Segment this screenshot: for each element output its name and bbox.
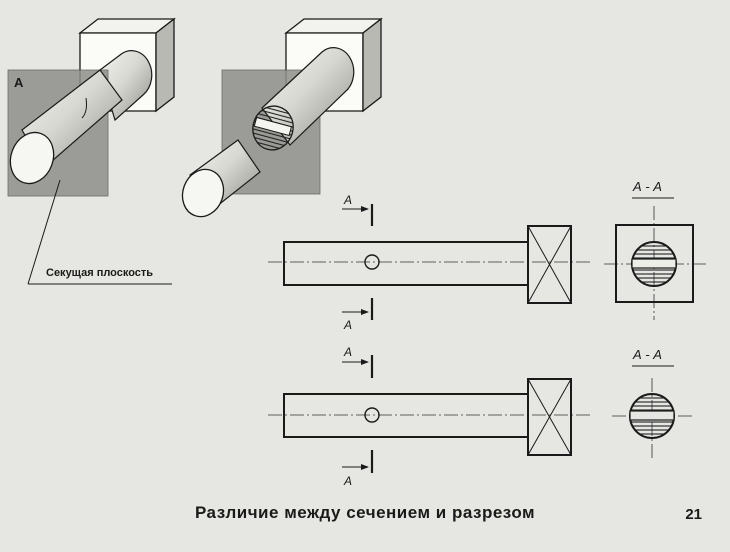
iso-shaft-with-plane: А [7,17,176,197]
ortho-view-bottom: А А [268,345,590,488]
iso-block-side [155,17,175,113]
iso-shaft-end [9,131,55,185]
shaft-bottom [283,393,529,438]
section-mark-a4: А [343,474,352,488]
iso-block2-side [362,17,382,113]
section-mark-a2: А [343,318,352,332]
section-title-1: А - А [632,179,662,194]
cutting-plane-label: Секущая плоскость [46,267,153,279]
iso-shaft-groove [81,97,87,119]
hole-top [364,254,380,270]
section-mark-a3: А [343,345,352,359]
iso-section-face [252,105,294,151]
ortho-view-top: А А [268,193,590,332]
iso-shaft-cut [181,17,383,218]
section-title-2: А - А [632,347,662,362]
slide-caption: Различие между сечением и разрезом [194,503,536,522]
iso-shaft2-end [181,168,225,218]
cutting-plane-callout: Секущая плоскость [27,179,172,285]
section-square [615,224,694,303]
page-number: 21 [685,506,702,523]
section-view-bottom: А - А [612,347,694,458]
plane-label: А [14,75,24,90]
hole-bottom [364,407,380,423]
shaft-top [283,241,529,286]
section-view-top: А - А [604,179,706,320]
head-top [527,225,572,304]
head-bottom [527,378,572,456]
section-mark-a1: А [343,193,352,207]
